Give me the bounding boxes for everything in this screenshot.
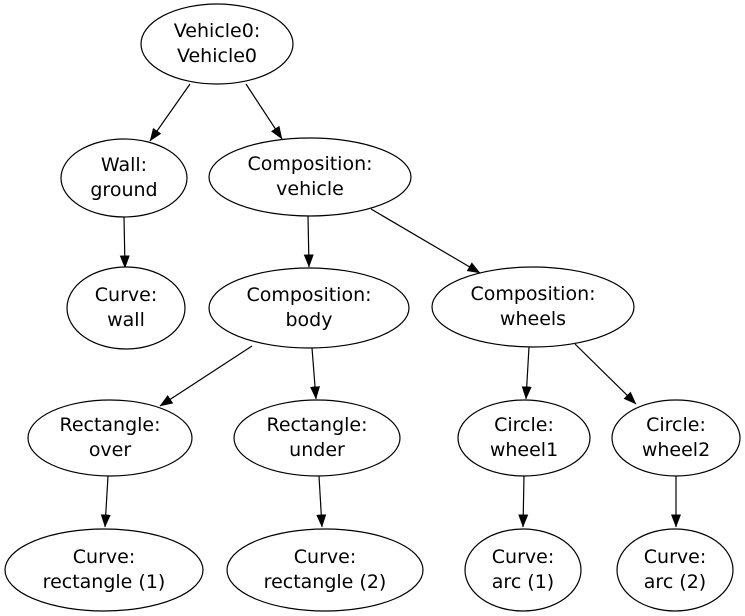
node-curve-rectangle-1: Curve: rectangle (1) bbox=[4, 528, 204, 612]
node-vehicle0: Vehicle0: Vehicle0 bbox=[140, 3, 294, 85]
node-rectangle-under-label-line2: under bbox=[289, 439, 345, 461]
node-composition-vehicle-label-line1: Composition: bbox=[247, 153, 372, 175]
node-wall-ground: Wall: ground bbox=[60, 138, 188, 218]
node-circle-wheel2-ellipse bbox=[611, 399, 741, 477]
node-wall-ground-label-line2: ground bbox=[90, 179, 157, 201]
node-rectangle-over-label-line2: over bbox=[89, 439, 132, 461]
node-circle-wheel1-label-line2: wheel1 bbox=[490, 439, 558, 461]
node-composition-wheels-label-line2: wheels bbox=[500, 308, 566, 330]
edge-composition-body-to-rectangle-under bbox=[310, 347, 321, 400]
node-composition-wheels-ellipse bbox=[431, 266, 635, 348]
node-composition-wheels-label-line1: Composition: bbox=[470, 283, 595, 305]
node-curve-rectangle-2-ellipse bbox=[226, 528, 424, 612]
node-circle-wheel2-label-line2: wheel2 bbox=[642, 439, 710, 461]
node-curve-arc-2-label-line2: arc (2) bbox=[644, 571, 706, 593]
node-curve-arc-1-label-line2: arc (1) bbox=[492, 571, 554, 593]
node-curve-rectangle-2-label-line2: rectangle (2) bbox=[264, 571, 387, 593]
node-rectangle-over-label-line1: Rectangle: bbox=[59, 414, 160, 436]
node-curve-rectangle-1-label-line1: Curve: bbox=[73, 546, 135, 568]
edge-composition-wheels-to-circle-wheel2 bbox=[574, 343, 637, 405]
node-wall-ground-label-line1: Wall: bbox=[101, 154, 147, 176]
node-wall-ground-ellipse bbox=[60, 138, 188, 218]
edge-vehicle0-to-composition-vehicle bbox=[245, 83, 283, 140]
node-composition-body-label-line2: body bbox=[286, 309, 333, 331]
node-rectangle-over: Rectangle: over bbox=[27, 399, 193, 477]
node-curve-wall: Curve: wall bbox=[66, 266, 186, 350]
node-rectangle-under-ellipse bbox=[233, 399, 401, 477]
node-composition-body-label-line1: Composition: bbox=[246, 284, 371, 306]
node-composition-vehicle: Composition: vehicle bbox=[208, 137, 412, 217]
node-curve-arc-2: Curve: arc (2) bbox=[616, 528, 734, 612]
node-circle-wheel1: Circle: wheel1 bbox=[457, 399, 591, 477]
node-composition-vehicle-ellipse bbox=[208, 137, 412, 217]
edges-group bbox=[100, 83, 681, 528]
edge-composition-vehicle-to-composition-body bbox=[303, 215, 314, 268]
node-circle-wheel1-ellipse bbox=[457, 399, 591, 477]
node-curve-arc-2-ellipse bbox=[616, 528, 734, 612]
edge-circle-wheel1-to-curve-arc-1 bbox=[518, 475, 529, 528]
node-circle-wheel2: Circle: wheel2 bbox=[611, 399, 741, 477]
node-curve-rectangle-2-label-line1: Curve: bbox=[294, 546, 356, 568]
node-composition-body-ellipse bbox=[208, 267, 410, 349]
edge-vehicle0-to-wall-ground bbox=[149, 83, 191, 142]
edge-rectangle-under-to-curve-rectangle-2 bbox=[316, 475, 327, 528]
node-composition-vehicle-label-line2: vehicle bbox=[276, 178, 344, 200]
node-curve-arc-1-ellipse bbox=[464, 528, 582, 612]
node-rectangle-under: Rectangle: under bbox=[233, 399, 401, 477]
node-circle-wheel2-label-line1: Circle: bbox=[646, 414, 706, 436]
node-curve-wall-label-line2: wall bbox=[107, 309, 145, 331]
node-curve-arc-1-label-line1: Curve: bbox=[492, 546, 554, 568]
edge-rectangle-over-to-curve-rectangle-1 bbox=[100, 475, 111, 528]
node-vehicle0-ellipse bbox=[140, 3, 294, 85]
node-curve-rectangle-1-label-line2: rectangle (1) bbox=[43, 571, 166, 593]
edge-composition-wheels-to-circle-wheel1 bbox=[521, 346, 532, 400]
node-curve-wall-label-line1: Curve: bbox=[95, 284, 157, 306]
node-curve-arc-1: Curve: arc (1) bbox=[464, 528, 582, 612]
node-curve-arc-2-label-line1: Curve: bbox=[644, 546, 706, 568]
node-curve-wall-ellipse bbox=[66, 266, 186, 350]
edge-composition-body-to-rectangle-over bbox=[159, 345, 253, 407]
node-composition-body: Composition: body bbox=[208, 267, 410, 349]
node-curve-rectangle-2: Curve: rectangle (2) bbox=[226, 528, 424, 612]
edge-wall-ground-to-curve-wall bbox=[119, 216, 130, 269]
node-vehicle0-label-line2: Vehicle0 bbox=[177, 45, 257, 67]
edge-composition-vehicle-to-composition-wheels bbox=[370, 208, 481, 274]
node-composition-wheels: Composition: wheels bbox=[431, 266, 635, 348]
node-rectangle-under-label-line1: Rectangle: bbox=[266, 414, 367, 436]
node-rectangle-over-ellipse bbox=[27, 399, 193, 477]
node-curve-rectangle-1-ellipse bbox=[4, 528, 204, 612]
node-circle-wheel1-label-line1: Circle: bbox=[494, 414, 554, 436]
node-vehicle0-label-line1: Vehicle0: bbox=[174, 20, 260, 42]
